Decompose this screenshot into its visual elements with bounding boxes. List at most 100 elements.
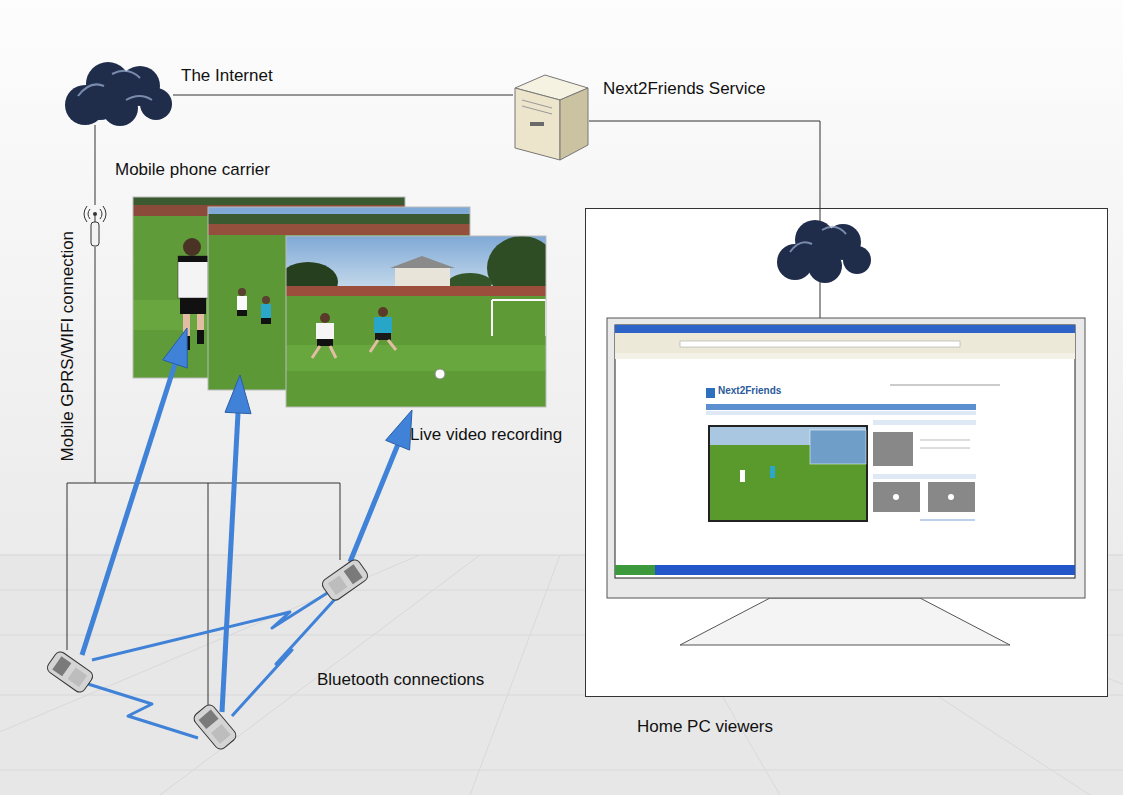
video-photo-part-part: [492, 300, 546, 336]
network-wire-part: [67, 483, 340, 484]
pc-monitor-part: [740, 470, 745, 482]
pc-monitor-part: [615, 565, 655, 575]
video-photo-part-part: [261, 304, 271, 318]
pc-monitor-part: [873, 432, 913, 466]
pc-monitor-part: [873, 482, 920, 512]
connector-line: [173, 95, 513, 96]
pc-monitor-part: [770, 466, 775, 478]
pc-frame: Home PC viewers: [585, 208, 1108, 697]
server-icon-part: [560, 88, 588, 160]
mobile-phone-part: [320, 558, 370, 603]
server-icon-part: [515, 88, 560, 160]
video-photo-part-part: [286, 296, 546, 407]
mobile-phone-part-part: [320, 558, 370, 603]
cloud-icon: The Internet: [63, 62, 173, 125]
video-photo-part-part: [388, 340, 396, 350]
pc-monitor-part: [607, 318, 1085, 598]
connector-line: [95, 125, 96, 205]
video-photo-part-part: [286, 286, 546, 296]
pc-monitor-part: [928, 482, 975, 512]
video-photo-part: [286, 236, 546, 407]
mobile-phone-part-part: [344, 564, 363, 584]
video-photo-part-part: [262, 296, 270, 304]
home-cloud-part-part: [808, 249, 842, 283]
pc-monitor-part: [615, 353, 1075, 359]
vertical-label: Mobile GPRS/WIFI connection: [58, 231, 78, 462]
pc-monitor-part: [890, 385, 1000, 386]
upload-arrow-part: [386, 410, 412, 450]
network-wire-part: [95, 247, 96, 483]
pc-monitor-part: [893, 494, 899, 500]
antenna-icon-part: [95, 216, 96, 222]
video-photo-part-part: [237, 310, 247, 316]
pc-monitor-part: [706, 388, 715, 398]
background-part: [0, 770, 1123, 771]
upload-arrow-part: [82, 364, 175, 655]
node-label: Mobile phone carrier: [115, 160, 270, 180]
node-label: The Internet: [181, 66, 273, 86]
antenna-icon: Mobile phone carrier: [86, 205, 106, 247]
pc-monitor-part: [615, 325, 1075, 578]
upload-arrow-part: [163, 328, 188, 368]
video-photo-part-part-part: [492, 299, 546, 301]
video-photo-part-part: [286, 345, 546, 371]
pc-monitor-part: [920, 520, 975, 521]
home-panel-part: [820, 282, 821, 318]
home-cloud-part: [777, 220, 871, 283]
mobile-phone-part-part: [199, 710, 219, 729]
video-photo-part-part: [312, 346, 320, 358]
bluetooth-link: [88, 590, 336, 738]
pc-monitor-part: [706, 404, 976, 410]
home-cloud: [777, 220, 871, 283]
network-wire-part: [208, 483, 209, 708]
upload-arrow-part: [225, 375, 251, 414]
pc-monitor-part: [680, 341, 960, 347]
video-photo-part-part: [237, 296, 247, 310]
video-photo-part-part: [435, 369, 445, 379]
pc-monitor-part: [920, 448, 970, 449]
caption-label: Bluetooth connections: [317, 670, 484, 690]
video-photo-part-part: [197, 330, 204, 344]
video-photo-part: [286, 236, 546, 407]
pc-monitor: [607, 318, 1085, 645]
upload-arrow-part: [350, 445, 398, 562]
video-photo-part-part: [208, 224, 470, 235]
home-panel-part: [585, 208, 1108, 697]
pc-monitor-part: [920, 440, 970, 441]
video-photo-part-part: [320, 313, 330, 323]
internet-cloud: [65, 62, 172, 126]
mobile-phone: [45, 558, 370, 752]
network-wire-part: [340, 483, 341, 560]
video-photo-part-part: [178, 256, 208, 298]
pc-monitor-part: [873, 420, 976, 425]
video-photo-part-part: [390, 256, 455, 268]
internet-cloud-part-part: [140, 88, 172, 120]
network-wire-part: [67, 483, 68, 650]
mobile-phone-part-part: [52, 656, 71, 676]
mobile-phone-part: [192, 702, 239, 751]
server-icon: Next2Friends Service: [513, 72, 589, 162]
pc-monitor-part: [873, 474, 976, 479]
video-photo-part-part: [261, 318, 271, 324]
video-photo-part-part: [375, 333, 391, 340]
antenna-icon-part: [84, 206, 106, 222]
home-cloud-part-part: [843, 246, 871, 274]
server-icon-part: [522, 106, 552, 114]
home-panel: [585, 208, 1108, 697]
internet-cloud-part-part: [80, 80, 120, 120]
pc-monitor-part: [680, 598, 1010, 645]
mobile-phone-part-part: [211, 724, 231, 744]
upload-arrow-part: [222, 413, 238, 712]
video-photo-part-part: [238, 288, 246, 296]
video-photo-part-part: [208, 214, 470, 224]
bluetooth-link-part: [92, 590, 332, 660]
upload-arrow: [82, 328, 412, 712]
video-photo-part-part: [378, 307, 388, 317]
video-photo-part-part: [374, 317, 392, 333]
home-cloud-part: [790, 227, 846, 252]
video-photo: [133, 197, 557, 407]
